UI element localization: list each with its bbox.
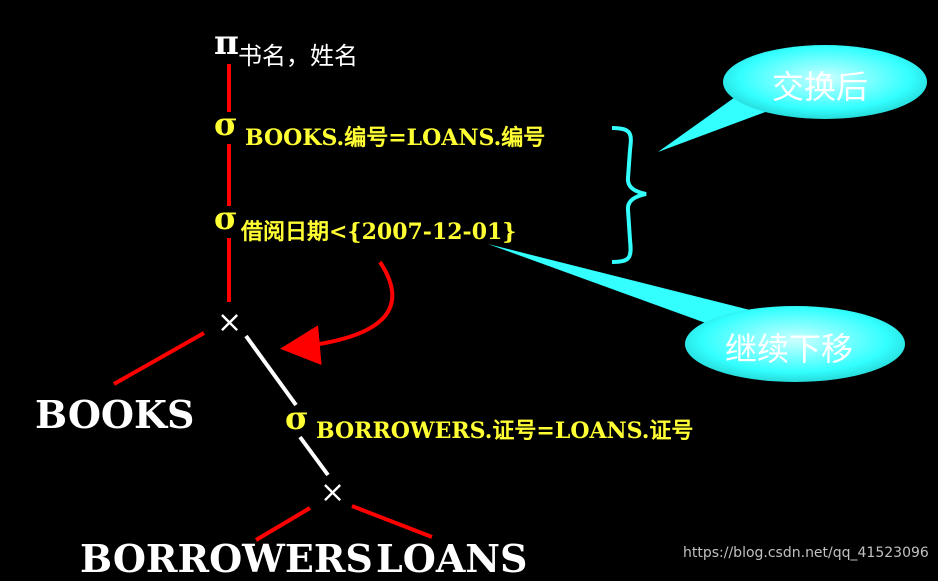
select-date-symbol: σ	[214, 199, 238, 237]
select-borrowers-symbol: σ	[285, 399, 309, 437]
brace-shape	[611, 126, 647, 264]
move-arrow	[280, 260, 395, 366]
edge-cross-borrowers	[254, 506, 312, 542]
select-books-condition: BOOKS.编号=LOANS.编号	[245, 125, 546, 151]
watermark-text: https://blog.csdn.net/qq_41523096	[683, 545, 929, 561]
edge-cross-sigma	[244, 334, 298, 407]
callout-swap-text: 交换后	[772, 68, 869, 106]
select-date-condition: 借阅日期<{2007-12-01}	[241, 219, 517, 245]
projection-attrs: 书名，姓名	[238, 42, 358, 70]
cross-bottom-symbol: ×	[320, 475, 346, 510]
callout-move-tail	[488, 244, 758, 330]
callout-move-bubble	[685, 306, 905, 382]
callout-move-text: 继续下移	[725, 330, 854, 368]
borrowers-leaf: BORROWERS	[80, 536, 373, 581]
edge-cross-books	[113, 331, 205, 386]
cross-top-symbol: ×	[217, 305, 243, 340]
select-borrowers-condition: BORROWERS.证号=LOANS.证号	[316, 418, 694, 444]
select-books-symbol: σ	[214, 105, 238, 143]
callout-swap-bubble	[723, 45, 927, 119]
loans-leaf: LOANS	[376, 536, 528, 581]
projection-symbol: π	[214, 23, 239, 63]
edge-sigma-cross	[298, 435, 330, 477]
books-leaf: BOOKS	[35, 392, 195, 437]
edge-cross-loans	[351, 504, 433, 539]
